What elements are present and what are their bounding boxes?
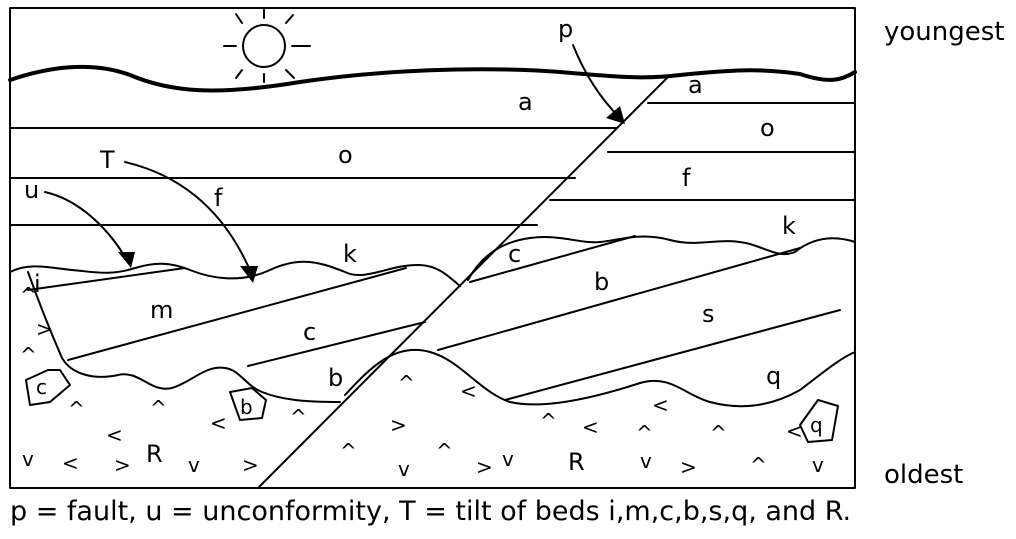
label-q-clast: q xyxy=(810,413,823,437)
label-p: p xyxy=(558,15,573,43)
texture-mark: ^ xyxy=(68,397,85,421)
label-o-right: o xyxy=(760,114,775,142)
sun-icon xyxy=(223,9,311,83)
label-m: m xyxy=(150,296,173,324)
texture-mark: > xyxy=(114,453,131,477)
arrow-T xyxy=(124,161,253,276)
clast-c-left xyxy=(25,369,71,406)
texture-mark: < xyxy=(62,451,79,475)
texture-mark: v xyxy=(398,457,410,481)
basement-contact-right xyxy=(344,348,856,408)
texture-mark: v xyxy=(640,449,652,473)
texture-mark: < xyxy=(460,379,477,403)
fault-line xyxy=(257,76,669,489)
texture-mark: > xyxy=(390,413,407,437)
texture-mark: ^ xyxy=(290,405,307,429)
label-k-left: k xyxy=(343,240,357,268)
arrow-p xyxy=(572,44,621,119)
texture-mark: ^ xyxy=(398,371,415,395)
unconformity-right xyxy=(467,235,856,281)
label-b-clast: b xyxy=(240,395,253,419)
arrowhead-p xyxy=(606,106,625,124)
texture-mark: ^ xyxy=(150,396,167,420)
arrowhead-T xyxy=(240,266,258,283)
texture-mark: v xyxy=(812,453,824,477)
texture-mark: > xyxy=(36,317,53,341)
texture-mark: < xyxy=(786,419,803,443)
texture-mark: ^ xyxy=(20,343,37,367)
label-f-left: f xyxy=(214,184,223,212)
texture-mark: v xyxy=(188,453,200,477)
label-s: s xyxy=(702,300,715,328)
texture-mark: ^ xyxy=(540,409,557,433)
label-a-left: a xyxy=(518,88,533,116)
label-i: i xyxy=(34,270,41,298)
label-R-left: R xyxy=(146,440,163,468)
texture-mark: ^ xyxy=(750,453,767,477)
bed-boundary-b-s xyxy=(437,247,801,351)
texture-mark: < xyxy=(210,411,227,435)
texture-mark: ^ xyxy=(710,421,727,445)
label-a-right: a xyxy=(688,71,703,99)
land-surface-line xyxy=(8,64,857,93)
texture-mark: < xyxy=(582,415,599,439)
label-oldest: oldest xyxy=(884,460,964,490)
bed-boundary-s-q xyxy=(504,309,841,401)
texture-mark: ^ xyxy=(636,421,653,445)
diagram-frame xyxy=(9,7,856,489)
label-youngest: youngest xyxy=(884,17,1005,47)
label-q: q xyxy=(766,362,781,390)
caption: p = fault, u = unconformity, T = tilt of… xyxy=(10,496,852,527)
bed-boundary-m-c xyxy=(67,267,407,361)
texture-mark: ^ xyxy=(20,283,37,307)
texture-mark: > xyxy=(476,455,493,479)
texture-mark: v xyxy=(502,447,514,471)
label-R-right: R xyxy=(568,448,585,476)
label-b-right: b xyxy=(594,268,609,296)
texture-mark: < xyxy=(652,393,669,417)
bed-boundary-i-m xyxy=(27,267,186,291)
arrow-u xyxy=(44,191,129,263)
texture-mark: > xyxy=(680,455,697,479)
texture-mark: v xyxy=(22,447,34,471)
label-c-left: c xyxy=(303,318,316,346)
clast-b-left xyxy=(229,387,267,421)
label-u: u xyxy=(24,176,39,204)
label-b-left: b xyxy=(328,364,343,392)
bed-boundary-c-b-left xyxy=(247,321,426,367)
label-f-right: f xyxy=(682,164,691,192)
label-k-right: k xyxy=(782,212,796,240)
label-c-right: c xyxy=(508,240,521,268)
basement-contact-left xyxy=(27,271,341,403)
texture-mark: > xyxy=(242,453,259,477)
unconformity-left xyxy=(9,260,461,287)
bed-boundary-c-b-right xyxy=(469,235,636,283)
texture-mark: ^ xyxy=(436,439,453,463)
label-T: T xyxy=(99,146,115,174)
clast-q-right xyxy=(799,399,839,443)
texture-mark: < xyxy=(106,423,123,447)
arrowhead-u xyxy=(118,252,135,268)
label-o-left: o xyxy=(338,141,353,169)
label-c-clast: c xyxy=(36,375,47,399)
texture-mark: ^ xyxy=(340,439,357,463)
